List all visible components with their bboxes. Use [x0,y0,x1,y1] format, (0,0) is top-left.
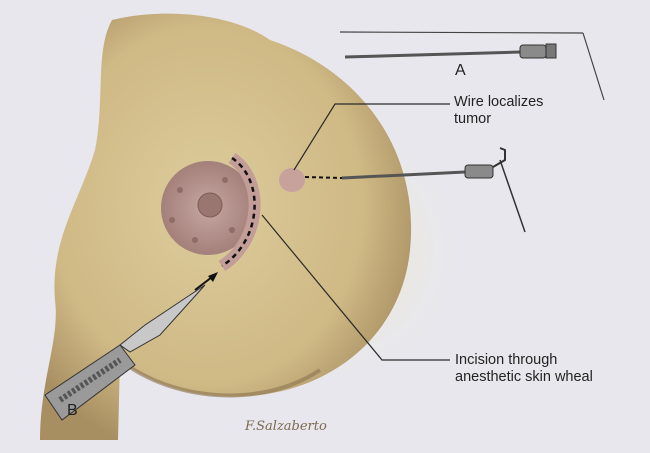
wire-label-line1: Wire localizes [454,94,544,110]
wire-label: Wire localizes tumor [454,94,543,128]
localization-needle [341,147,526,233]
incision-label-line2: anesthetic skin wheal [455,369,593,385]
breast-fold-shadow [118,358,322,398]
tumor [279,168,305,192]
nipple [197,192,223,218]
incision-line [221,156,256,268]
wire-path [304,176,343,179]
incision-label-line1: Incision through [455,352,558,368]
areola-glands [169,177,235,243]
wire-leader-line [293,103,450,171]
label-b: B [67,402,78,419]
incision-leader-line [261,214,450,361]
scalpel [44,272,218,421]
needle-a [339,31,605,101]
wire-label-line2: tumor [454,111,492,127]
signature: F.Salzaberto [244,419,327,434]
incision-label: Incision through anesthetic skin wheal [455,352,593,386]
label-a: A [455,62,466,79]
